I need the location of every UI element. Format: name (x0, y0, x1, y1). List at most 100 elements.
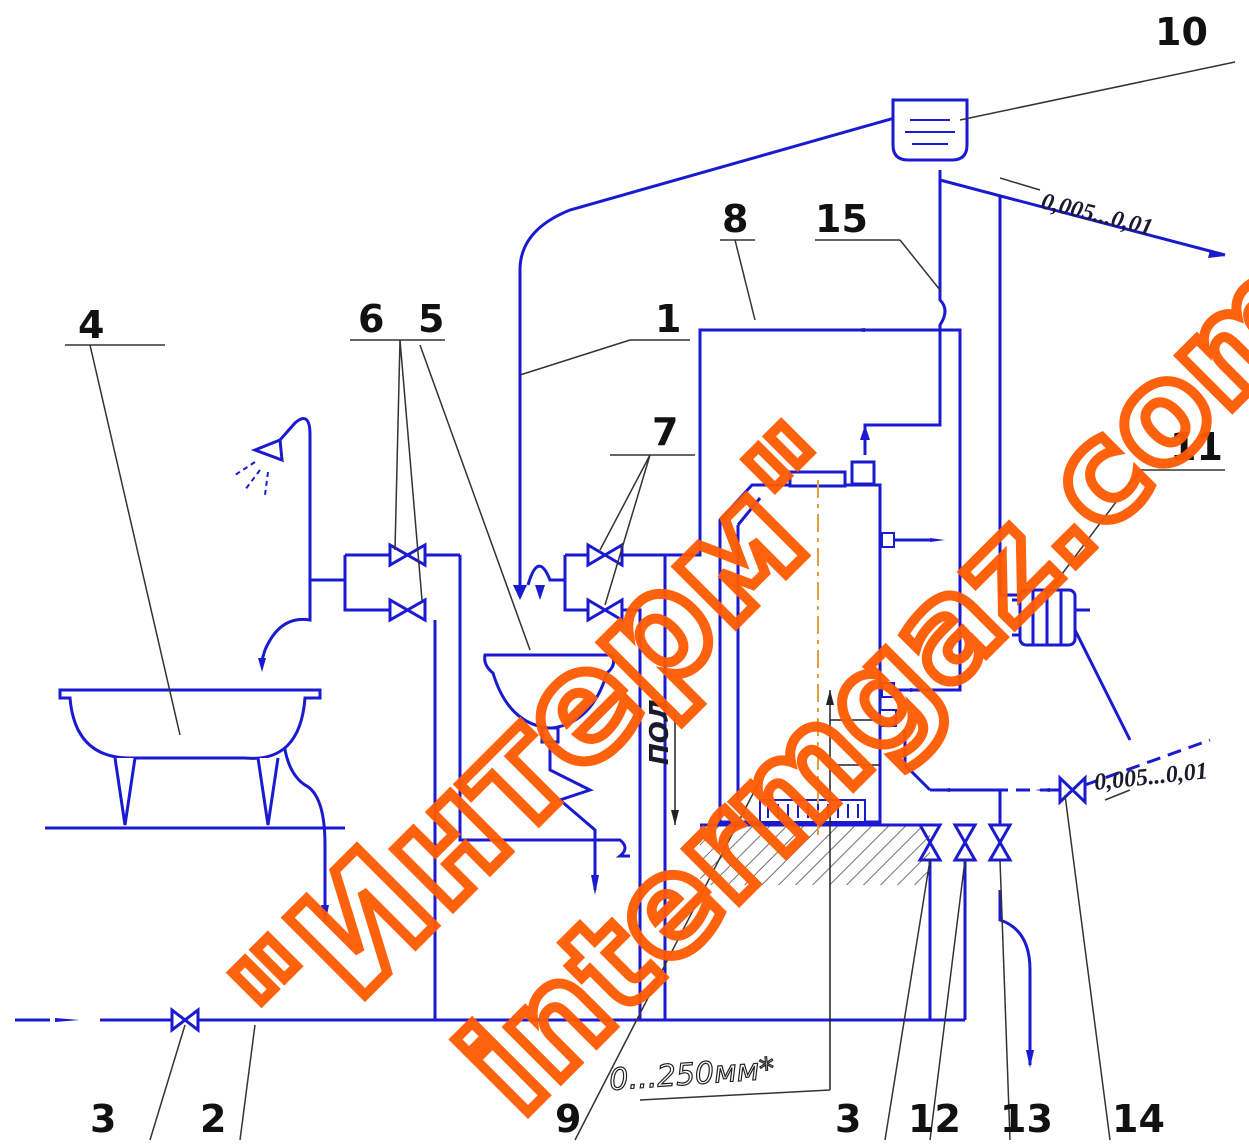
radiator-sections (1031, 590, 1063, 645)
leader-12 (929, 859, 966, 1141)
spout-drip-arrow (535, 585, 545, 600)
callout-1: 1 (655, 297, 681, 341)
leader-13 (999, 859, 1011, 1141)
floor-dim-arrow (671, 810, 679, 825)
shower-hose (260, 580, 312, 661)
leader-10 (959, 61, 1236, 121)
dim-extension-lines (830, 719, 880, 766)
leader-4 (89, 344, 181, 736)
tank-water-lines (905, 119, 955, 145)
leader-1 (519, 339, 631, 376)
hot-supply-pipe (665, 328, 962, 692)
floor-label: ПОЛ (645, 699, 675, 765)
bathtub-leg-left (113, 757, 137, 826)
expansion-tank-10 (891, 98, 969, 162)
expansion-drip-arrow (513, 585, 527, 600)
callout-13: 13 (1000, 1097, 1053, 1141)
washbasin-cold-pipe (620, 608, 642, 1020)
arrow-valve-14 (1035, 788, 1050, 792)
leader-11 (1049, 469, 1141, 591)
callout-3-left: 3 (90, 1097, 116, 1141)
pipe-network (100, 113, 1226, 1065)
callout-6: 6 (358, 297, 384, 341)
bath-drain-arrow (321, 905, 329, 925)
leader-3-left (149, 1024, 186, 1141)
valve-14 (1058, 774, 1087, 806)
arrow-supply (845, 328, 865, 332)
dimension-arrows (671, 690, 834, 825)
radiator-return-leader (1068, 619, 1132, 741)
shower-spray (234, 461, 269, 496)
callout-8: 8 (722, 197, 748, 241)
leader-lines (65, 61, 1236, 1141)
bath-drain (283, 705, 327, 915)
tank-body (891, 98, 969, 162)
leader-5 (419, 344, 531, 651)
coil-top-fitting (881, 532, 895, 548)
drain-pipe-13 (998, 890, 1032, 1065)
valve-6-top (388, 542, 427, 568)
callout-3-right: 3 (835, 1097, 861, 1141)
boiler-casing (718, 483, 882, 824)
boiler-9 (700, 460, 930, 885)
arrow-return (935, 788, 950, 792)
coil-bottom-fitting (881, 682, 895, 698)
expansion-line-1 (518, 113, 906, 590)
flow-arrows (15, 250, 1225, 1068)
bathtub-4 (45, 688, 345, 830)
washbasin-outlet (540, 726, 560, 744)
floor-hatching (700, 825, 930, 885)
callout-10: 10 (1155, 10, 1208, 54)
arrow-up-boiler (860, 425, 870, 440)
radiator-riser (998, 195, 1020, 597)
callout-11: 11 (1170, 425, 1223, 469)
leader-6a (394, 339, 401, 551)
boiler-outlet-fitting (850, 460, 876, 486)
valve-13 (987, 823, 1013, 862)
slope-top-arrow (999, 177, 1041, 191)
callout-2: 2 (200, 1097, 226, 1141)
basin-drain-arrow (591, 875, 599, 895)
shower-drip-arrow (258, 658, 266, 672)
leader-7a (599, 454, 651, 551)
valve-7-bottom (586, 597, 624, 623)
leader-6b (399, 339, 423, 601)
shower-riser (278, 417, 312, 580)
expansion-line-15 (863, 170, 947, 455)
radiator-11 (1012, 588, 1077, 647)
slope-label-top: 0,005...0,01 (1039, 189, 1156, 242)
drain-13-arrow (1026, 1050, 1034, 1068)
callout-9: 9 (555, 1097, 581, 1141)
valve-12 (952, 823, 978, 862)
radiator-nipples (1012, 598, 1020, 637)
callout-7: 7 (652, 410, 678, 454)
washbasin-5 (483, 653, 616, 744)
callout-labels: 10 8 15 1 6 5 4 7 11 3 2 9 3 12 13 14 (78, 10, 1223, 1141)
boiler-outlet-pipe (903, 730, 932, 792)
callout-15: 15 (815, 197, 868, 241)
callout-4: 4 (78, 303, 104, 347)
arrow-coil-in (930, 538, 945, 542)
shower-head (234, 437, 284, 496)
overflow-pipe (939, 178, 1226, 257)
shower-head-body (250, 437, 284, 463)
boiler-inner-edge (736, 497, 762, 800)
hot-branch-pipe (458, 555, 630, 858)
leader-15 (899, 239, 941, 291)
bathtub-body (58, 688, 322, 760)
callout-14: 14 (1112, 1097, 1165, 1141)
bathtub-leg-right (256, 757, 280, 826)
slope-right-leader (1104, 789, 1131, 801)
leader-9 (574, 779, 761, 1141)
washbasin-spout (526, 564, 565, 586)
mixer-6-pipes (310, 553, 460, 612)
washbasin-drain (548, 745, 597, 890)
valve-7-top (586, 542, 624, 568)
leader-2 (239, 1024, 256, 1141)
leader-dim (639, 1089, 831, 1101)
arrow-coil-out (910, 688, 925, 692)
leader-8 (734, 239, 756, 321)
overflow-arrow (1208, 250, 1225, 258)
